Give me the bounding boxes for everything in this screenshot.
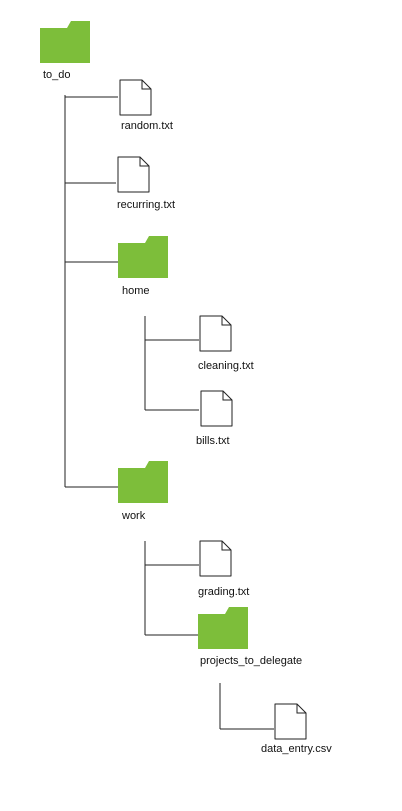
folder-node[interactable]: projects_to_delegate: [198, 607, 302, 667]
file-label: bills.txt: [196, 435, 230, 447]
file-node[interactable]: data_entry.csv: [261, 703, 332, 755]
folder-icon: [40, 21, 90, 63]
file-icon: [119, 79, 152, 116]
folder-node[interactable]: home: [118, 236, 168, 297]
file-node[interactable]: grading.txt: [198, 540, 249, 598]
tree-connectors: [64, 95, 274, 730]
folder-label: to_do: [43, 69, 71, 81]
folder-icon: [118, 236, 168, 278]
file-icon: [199, 315, 232, 352]
folder-icon: [198, 607, 248, 649]
file-node[interactable]: recurring.txt: [117, 156, 175, 211]
file-label: cleaning.txt: [198, 360, 254, 372]
file-label: random.txt: [121, 120, 173, 132]
folder-node[interactable]: to_do: [40, 21, 90, 81]
file-icon: [199, 540, 232, 577]
file-node[interactable]: bills.txt: [196, 390, 233, 447]
file-label: grading.txt: [198, 586, 249, 598]
file-icon: [117, 156, 150, 193]
file-icon: [274, 703, 307, 740]
file-node[interactable]: cleaning.txt: [198, 315, 254, 372]
file-label: data_entry.csv: [261, 743, 332, 755]
file-icon: [200, 390, 233, 427]
folder-icon: [118, 461, 168, 503]
folder-node[interactable]: work: [118, 461, 168, 522]
folder-label: work: [121, 510, 146, 522]
file-node[interactable]: random.txt: [119, 79, 173, 132]
file-label: recurring.txt: [117, 199, 175, 211]
folder-label: projects_to_delegate: [200, 655, 302, 667]
tree-nodes: to_do random.txt recurring.txt home cleaning…: [40, 21, 332, 755]
folder-label: home: [122, 285, 150, 297]
